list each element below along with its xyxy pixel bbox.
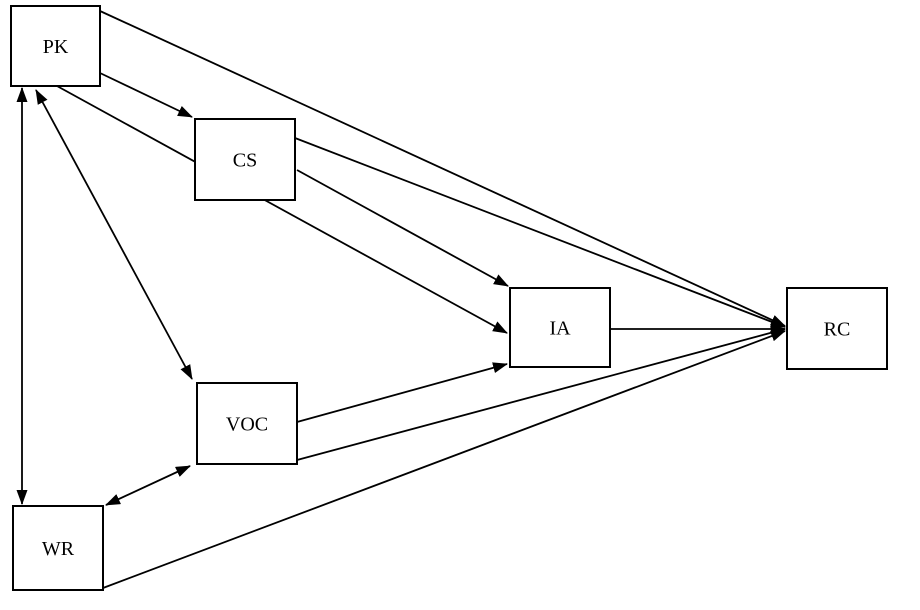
path-arrow-voc-to-rc (296, 327, 786, 461)
path-arrow-pk-to-cs (99, 72, 193, 118)
nodes-layer: PK CS VOC IA RC WR (10, 5, 888, 591)
path-arrow-cs-to-ia (296, 169, 509, 287)
node-pk-label: PK (43, 36, 69, 58)
node-wr: WR (12, 505, 104, 591)
path-arrow-cs-to-rc (294, 137, 786, 328)
node-ia-box (509, 287, 611, 368)
node-rc-box (786, 287, 888, 370)
node-cs-box (194, 118, 296, 201)
node-voc: VOC (196, 382, 298, 465)
node-pk-box (10, 5, 101, 87)
node-rc-label: RC (824, 319, 851, 341)
node-cs-label: CS (233, 150, 257, 172)
covariance-arrow-wr-voc (105, 465, 191, 506)
covariance-arrow-pk-voc (35, 89, 193, 380)
node-rc: RC (786, 287, 888, 370)
node-cs: CS (194, 118, 296, 201)
path-arrow-pk-to-rc (99, 10, 786, 327)
node-voc-box (196, 382, 298, 465)
edges-layer (16, 10, 786, 589)
node-ia: IA (509, 287, 611, 368)
node-pk: PK (10, 5, 101, 87)
node-wr-box (12, 505, 104, 591)
node-ia-label: IA (549, 318, 571, 340)
path-arrow-wr-to-rc (102, 330, 786, 589)
node-voc-label: VOC (226, 414, 268, 436)
node-wr-label: WR (42, 538, 75, 560)
path-arrow-voc-to-ia (296, 362, 508, 423)
